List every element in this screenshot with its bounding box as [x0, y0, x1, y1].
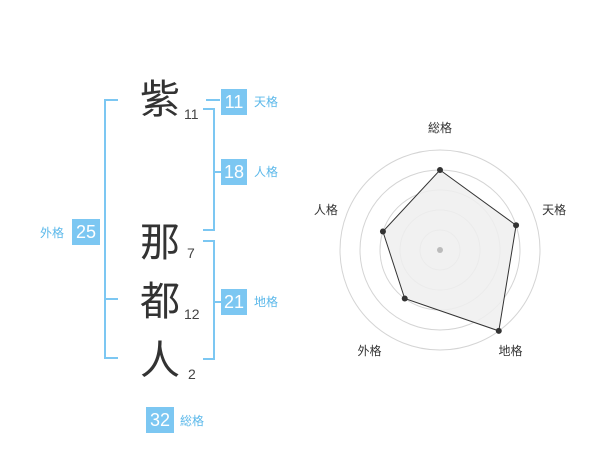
tenkaku-label: 天格 [254, 95, 279, 109]
chikaku-bracket [213, 240, 215, 360]
chikaku-value-box: 21 [221, 289, 247, 315]
name-char-1: 紫 [140, 77, 180, 123]
name-char-2: 那 [140, 220, 180, 266]
radar-area [382, 169, 517, 332]
gaikaku-value-box: 25 [72, 219, 100, 245]
radar-axis-label-2: 天格 [542, 202, 566, 217]
radar-point-2 [513, 222, 520, 229]
gaikaku-bracket-mid-tick [104, 298, 118, 300]
stroke-count-4: 2 [188, 366, 196, 382]
jinkaku-label: 人格 [254, 165, 279, 179]
soukaku-label: 総格 [180, 414, 205, 428]
jinkaku-value-box: 18 [221, 159, 247, 185]
radar-axis-label-3: 地格 [498, 343, 522, 358]
tenkaku-bracket [206, 99, 220, 101]
radar-center-dot [437, 247, 443, 253]
radar-axis-label-1: 総格 [428, 120, 452, 135]
chikaku-bracket-top-tick [203, 240, 215, 242]
gaikaku-bracket-bottom-tick [104, 357, 118, 359]
jinkaku-bracket [213, 108, 215, 231]
radar-point-4 [401, 295, 408, 302]
jinkaku-bracket-bottom-tick [203, 229, 215, 231]
stroke-count-1: 11 [184, 106, 199, 122]
chikaku-bracket-bottom-tick [203, 358, 215, 360]
soukaku-value-box: 32 [146, 407, 174, 433]
stroke-count-3: 12 [184, 306, 200, 322]
gaikaku-bracket-top-tick [104, 99, 118, 101]
radar-grid-ring-5 [339, 149, 541, 351]
radar-point-3 [495, 327, 502, 334]
gaikaku-label: 外格 [40, 226, 65, 240]
gaikaku-bracket [104, 99, 106, 359]
jinkaku-bracket-connector [213, 171, 221, 173]
radar-axis-label-5: 人格 [314, 202, 338, 217]
radar-axis-label-4: 外格 [357, 343, 381, 358]
radar-point-5 [379, 228, 386, 235]
name-char-4: 人 [140, 338, 180, 384]
chikaku-label: 地格 [254, 295, 279, 309]
jinkaku-bracket-top-tick [203, 108, 215, 110]
name-char-3: 都 [140, 279, 180, 325]
chikaku-bracket-connector [213, 301, 221, 303]
stroke-count-2: 7 [187, 245, 195, 261]
tenkaku-value-box: 11 [221, 89, 247, 115]
radar-point-1 [437, 167, 443, 173]
